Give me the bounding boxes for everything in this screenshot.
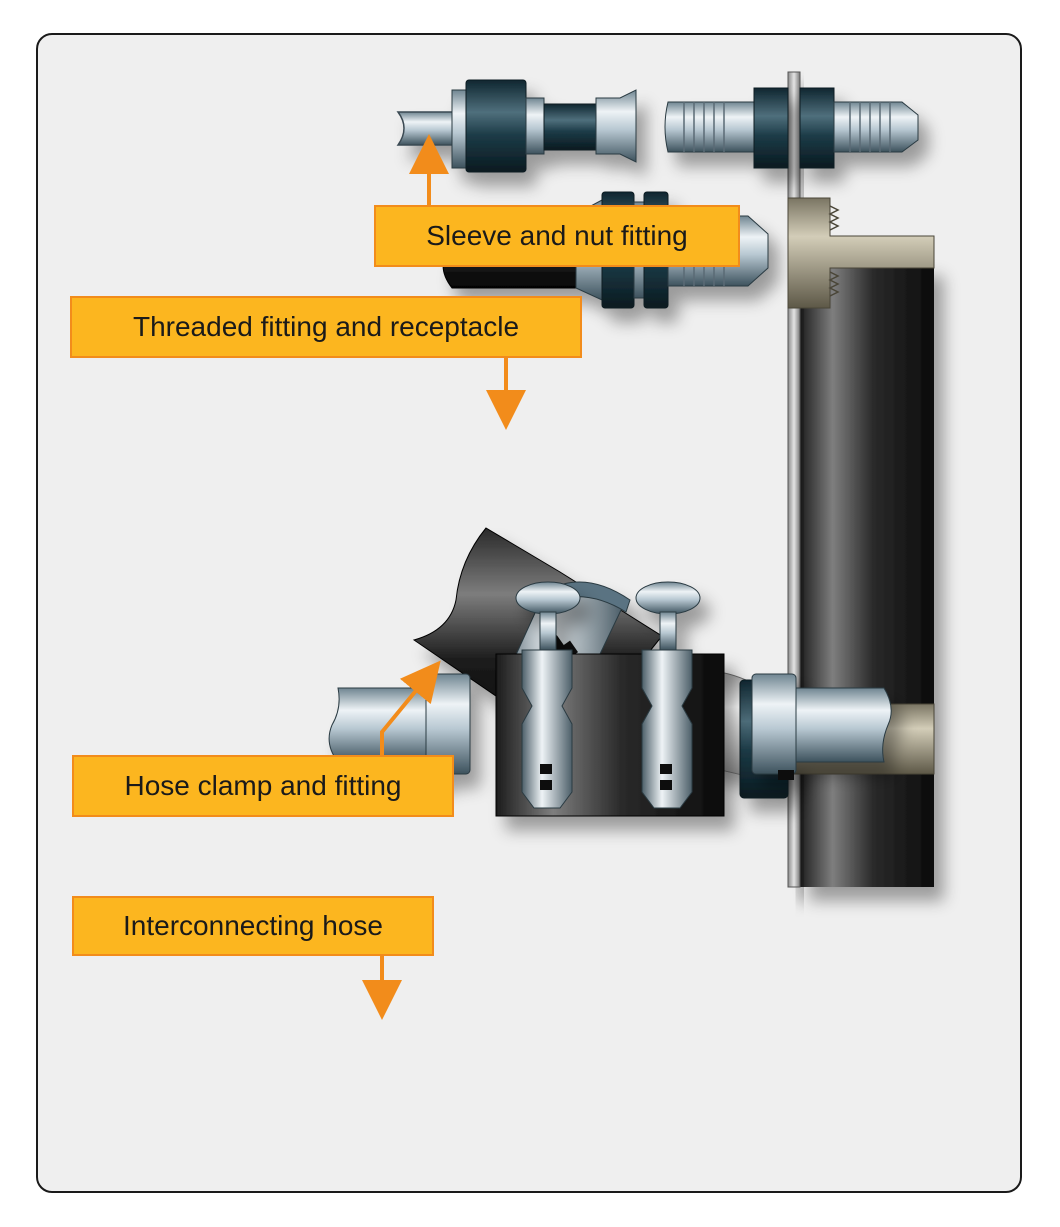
clamp-left (515, 581, 581, 809)
label-hose-clamp-fitting: Hose clamp and fitting (72, 755, 454, 817)
label-threaded-fitting-receptacle: Threaded fitting and receptacle (70, 296, 582, 358)
clamp-right (635, 581, 701, 809)
label-interconnecting-hose: Interconnecting hose (72, 896, 434, 956)
sleeve-nut-fitting (396, 79, 919, 173)
threaded-receptacle (787, 197, 935, 309)
fitting-block (799, 262, 934, 887)
label-sleeve-nut-fitting: Sleeve and nut fitting (374, 205, 740, 267)
